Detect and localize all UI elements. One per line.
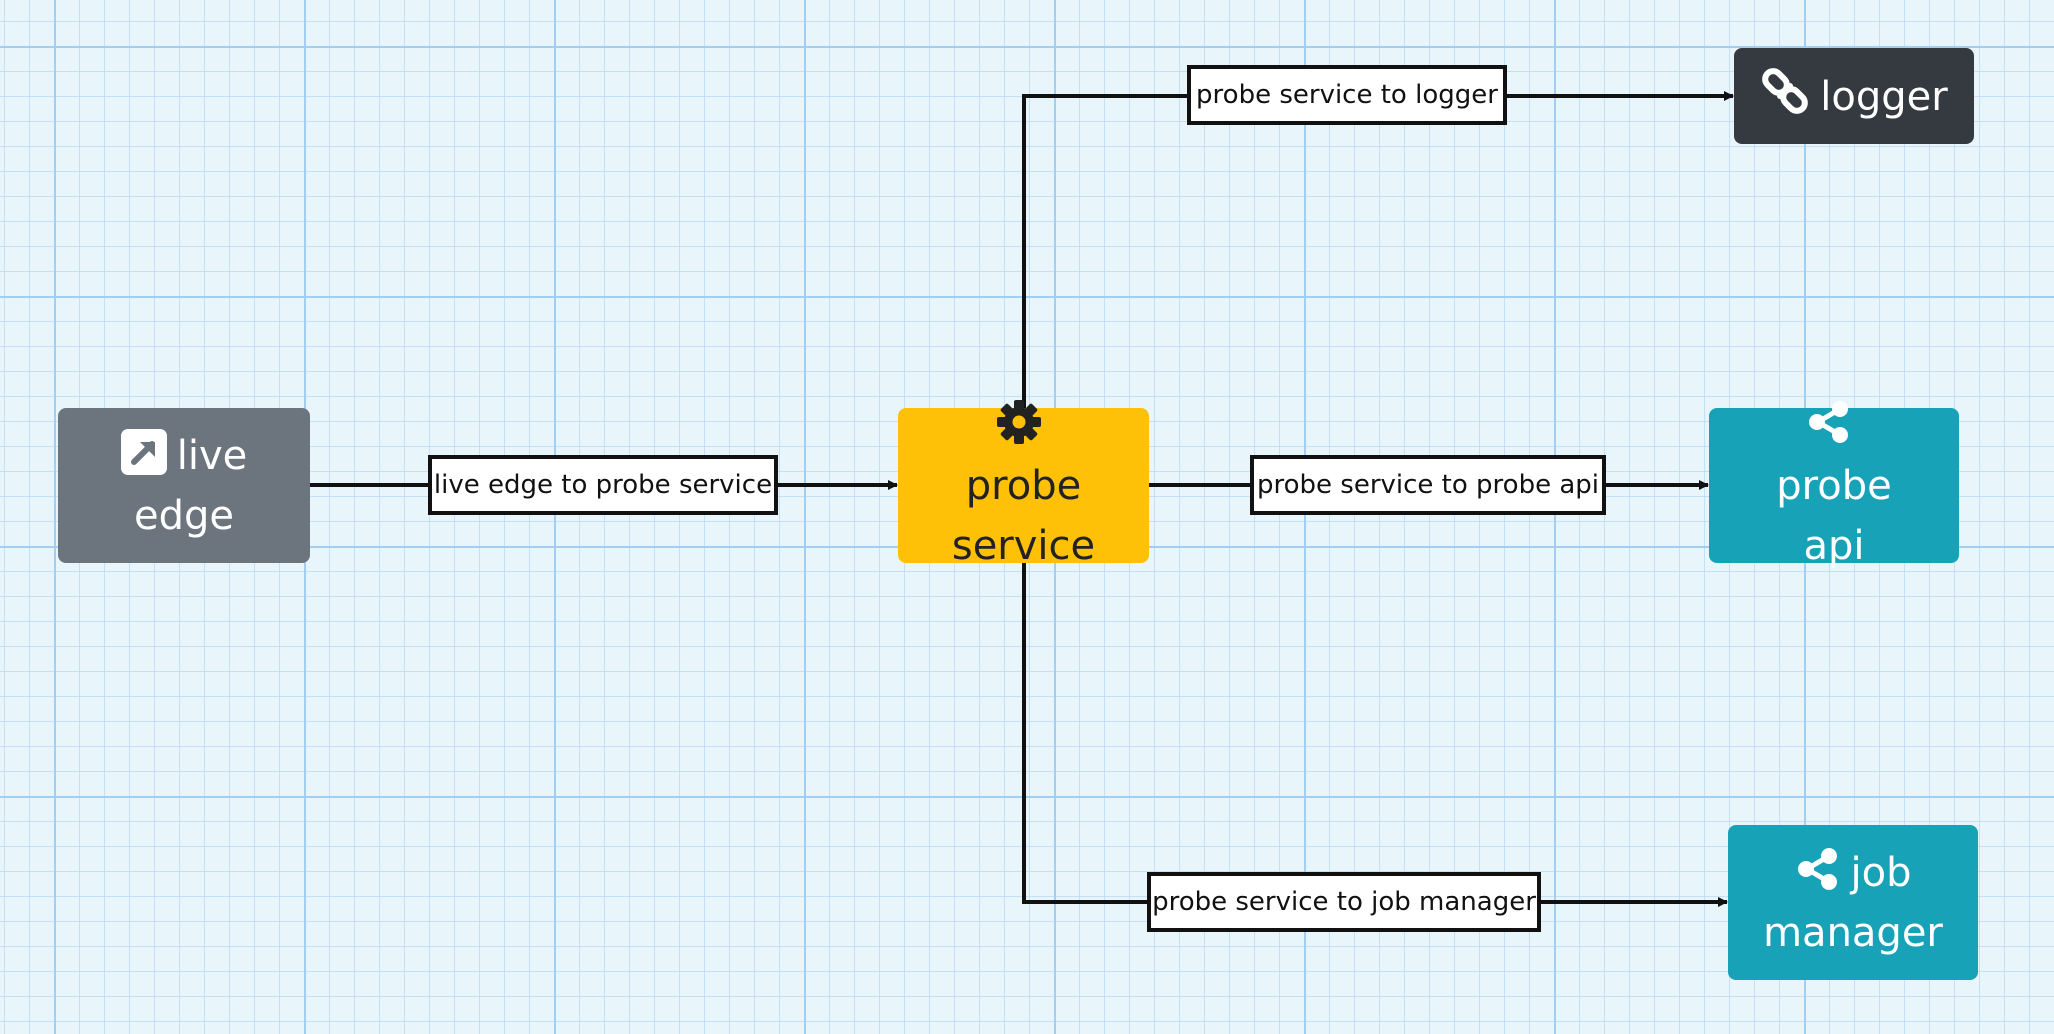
gear-icon <box>996 399 1041 444</box>
edge-probe-service-to-logger[interactable] <box>1022 91 1734 408</box>
edge-label-probe-service-to-logger: probe service to logger <box>1187 65 1507 125</box>
node-label: probe api <box>1776 462 1892 569</box>
edge-probe-service-to-job-manager[interactable] <box>1022 563 1728 907</box>
node-label: probe service <box>951 462 1096 569</box>
node-logger[interactable]: logger <box>1734 48 1974 144</box>
node-probe-service[interactable]: probe service <box>898 399 1149 569</box>
node-live-edge[interactable]: live edge <box>58 408 310 563</box>
edge-label-probe-service-to-job-manager: probe service to job manager <box>1147 872 1541 932</box>
share-icon <box>1809 400 1848 443</box>
node-label: job manager <box>1763 849 1943 956</box>
node-job-manager[interactable]: job manager <box>1728 825 1978 980</box>
node-probe-api[interactable]: probe api <box>1709 400 1959 569</box>
edge-label-probe-service-to-probe-api: probe service to probe api <box>1250 455 1606 515</box>
external-link-icon <box>120 428 167 475</box>
node-label: logger <box>1820 73 1948 120</box>
link-icon <box>1762 67 1809 114</box>
node-label: live edge <box>134 432 248 539</box>
share-icon <box>1797 847 1837 890</box>
edge-label-live-edge-to-probe-service: live edge to probe service <box>428 455 778 515</box>
